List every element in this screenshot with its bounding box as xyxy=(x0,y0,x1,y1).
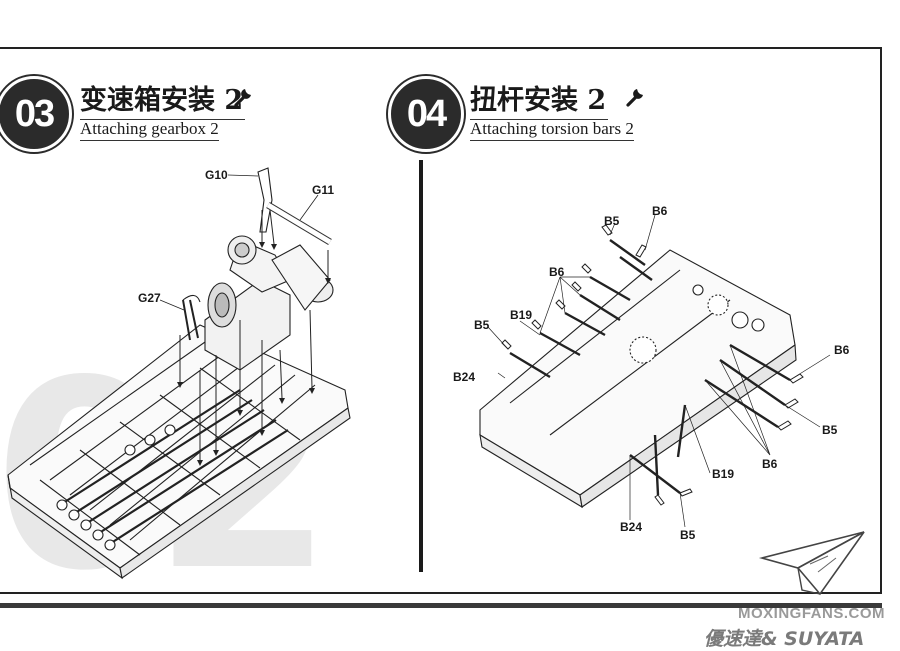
watermark-brand: 優速達& SUYATA xyxy=(704,628,865,650)
page-frame-right xyxy=(880,47,882,593)
page-frame-top xyxy=(0,47,882,49)
step-divider xyxy=(419,160,423,572)
step-04-title-en: Attaching torsion bars 2 xyxy=(470,119,634,141)
callout-g10: G10 xyxy=(205,168,228,182)
callout-b6: B6 xyxy=(762,457,778,471)
callout-b6: B6 xyxy=(834,343,850,357)
callout-b6: B6 xyxy=(549,265,565,279)
wrench-icon xyxy=(234,87,251,107)
callout-b6: B6 xyxy=(652,204,668,218)
callout-b5: B5 xyxy=(474,318,490,332)
callout-b24: B24 xyxy=(620,520,643,534)
step-03-title-en: Attaching gearbox 2 xyxy=(80,119,219,141)
step-badge-03: 03 xyxy=(0,76,72,152)
watermark-site: MOXINGFANS.COM xyxy=(738,605,886,622)
step-badge-04: 04 xyxy=(388,76,464,152)
step-03-title-cn: 变速箱安装 2 xyxy=(80,78,246,120)
callout-g27: G27 xyxy=(138,291,161,305)
page-bottom-bar xyxy=(0,603,882,608)
paper-plane-logo-icon xyxy=(758,531,865,596)
gearbox-assembly-diagram xyxy=(7,167,351,580)
wrench-icon xyxy=(626,87,643,107)
page-frame-bottom xyxy=(0,592,882,594)
callout-b5: B5 xyxy=(822,423,838,437)
step-04-title-cn: 扭杆安装 2 xyxy=(470,78,609,120)
callout-b19: B19 xyxy=(510,308,533,322)
callout-b5: B5 xyxy=(604,214,620,228)
callout-b24: B24 xyxy=(453,370,476,384)
callout-b5: B5 xyxy=(680,528,696,542)
callout-b19: B19 xyxy=(712,467,735,481)
torsion-bar-assembly-diagram xyxy=(479,214,831,528)
callout-g11: G11 xyxy=(312,183,335,197)
